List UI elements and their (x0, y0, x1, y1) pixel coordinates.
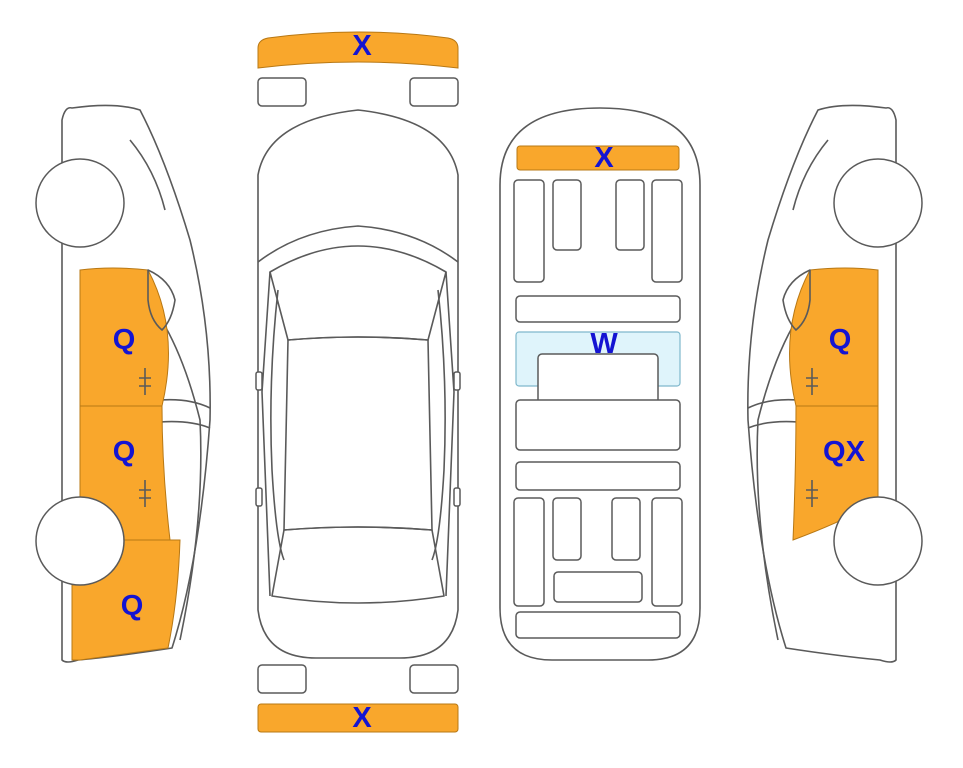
floor-front-panel[interactable] (516, 145, 680, 171)
right-rear-door-handle (806, 480, 818, 507)
right-front-door-handle (806, 368, 818, 395)
right-side-view: Q QX (747, 104, 923, 663)
right-body-outline (747, 104, 897, 663)
left-rear-wheel (35, 496, 125, 586)
floor-center-panel-label: W (590, 328, 618, 360)
left-mirror (255, 371, 263, 391)
left-side-view: Q Q Q (35, 104, 211, 663)
right-rear-door-label: QX (823, 436, 866, 468)
floor-front-panel-label: X (594, 142, 614, 174)
rear-right-taillight (409, 664, 459, 694)
left-front-door-panel[interactable] (79, 267, 169, 407)
rear-bumper-label: X (352, 702, 372, 734)
floor-view: X W (499, 107, 701, 661)
left-front-door-handle (139, 368, 151, 395)
windshield (269, 245, 447, 341)
front-right-headlight (409, 77, 459, 107)
right-mirror (453, 371, 461, 391)
front-bumper-panel[interactable] (257, 31, 459, 69)
left-rear-door-handle (139, 480, 151, 507)
right-front-door-label: Q (829, 324, 852, 356)
rear-window (271, 526, 445, 604)
left-front-door-label: Q (113, 324, 136, 356)
rear-left-taillight (257, 664, 307, 694)
roof (283, 336, 433, 531)
right-front-wheel (833, 158, 923, 248)
top-view: X X (255, 30, 461, 734)
rear-bumper-panel[interactable] (257, 703, 459, 733)
left-body-outline (61, 104, 211, 663)
front-bumper-label: X (352, 30, 372, 62)
left-front-wheel (35, 158, 125, 248)
left-rear-door-label: Q (113, 436, 136, 468)
left-rear-quarter-label: Q (121, 590, 144, 622)
floor-outline (499, 107, 701, 661)
right-rear-wheel (833, 496, 923, 586)
top-body-outline (257, 109, 459, 659)
front-left-headlight (257, 77, 307, 107)
